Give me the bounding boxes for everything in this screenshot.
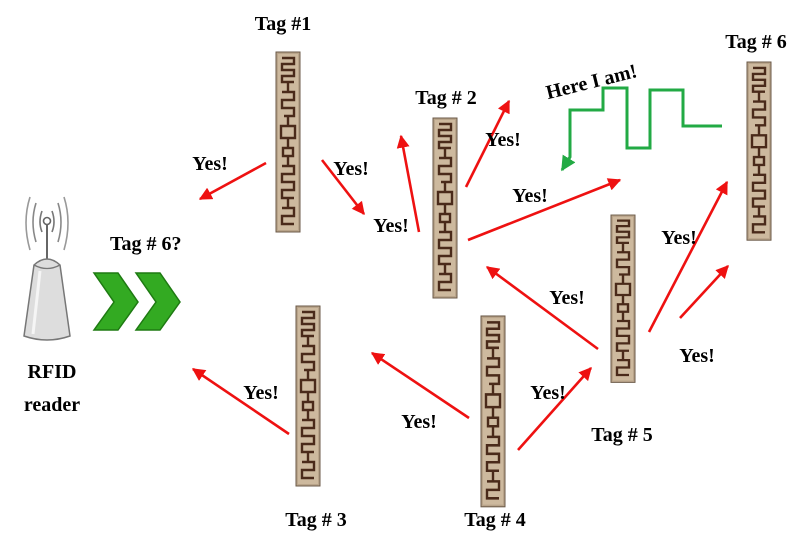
yes-label-tag4-tag3: Yes! bbox=[401, 411, 437, 433]
arrow-tag5-to-tag2 bbox=[485, 265, 599, 351]
tag-4-icon bbox=[479, 314, 507, 509]
arrow-tag2-up-left bbox=[396, 134, 421, 233]
yes-label-tag5-up: Yes! bbox=[661, 227, 697, 249]
reader-query-label: Tag # 6? bbox=[110, 233, 182, 255]
yes-label-tag4-tag5: Yes! bbox=[530, 382, 566, 404]
here-i-am-label: Here I am! bbox=[544, 60, 639, 104]
tag-1-label: Tag #1 bbox=[255, 13, 312, 35]
tag-5-label: Tag # 5 bbox=[591, 424, 653, 446]
transmit-chevron-icon bbox=[92, 272, 181, 331]
tag-4-label: Tag # 4 bbox=[464, 509, 526, 531]
yes-label-tag1-tag2: Yes! bbox=[333, 158, 369, 180]
yes-label-tag2-left: Yes! bbox=[373, 215, 409, 237]
yes-label-tag5-right: Yes! bbox=[679, 345, 715, 367]
tag-3-label: Tag # 3 bbox=[285, 509, 347, 531]
arrow-tag2-up-right bbox=[464, 99, 511, 188]
arrow-tag5-to-tag6 bbox=[647, 180, 729, 333]
yes-label-tag3-reader: Yes! bbox=[243, 382, 279, 404]
yes-label-tag2-right: Yes! bbox=[512, 185, 548, 207]
reply-arrows bbox=[191, 99, 729, 451]
arrow-tag4-to-tag5 bbox=[517, 367, 592, 451]
yes-label-tag2-up: Yes! bbox=[485, 129, 521, 151]
arrow-tag1-to-reader bbox=[198, 161, 267, 201]
reader-label-line1: RFID bbox=[28, 361, 77, 383]
arrow-tag5-right bbox=[679, 265, 729, 319]
rfid-reader-icon bbox=[23, 196, 71, 341]
tag-5-icon bbox=[609, 213, 637, 384]
tag-2-icon bbox=[431, 116, 459, 300]
response-signal bbox=[560, 86, 722, 172]
arrow-tag2-to-tag6 bbox=[467, 178, 622, 242]
arrow-tag4-to-tag3 bbox=[370, 351, 470, 420]
yes-label-tag1-reader: Yes! bbox=[192, 153, 228, 175]
reader-label-line2: reader bbox=[24, 394, 80, 416]
arrow-tag1-to-tag2 bbox=[320, 159, 366, 216]
tag-3-icon bbox=[294, 304, 322, 488]
tag-6-icon bbox=[745, 60, 773, 242]
yes-label-tag5-left: Yes! bbox=[549, 287, 585, 309]
tag-6-label: Tag # 6 bbox=[725, 31, 787, 53]
tag-1-icon bbox=[274, 50, 302, 234]
arrow-tag3-to-reader bbox=[191, 367, 290, 436]
tag-2-label: Tag # 2 bbox=[415, 87, 477, 109]
